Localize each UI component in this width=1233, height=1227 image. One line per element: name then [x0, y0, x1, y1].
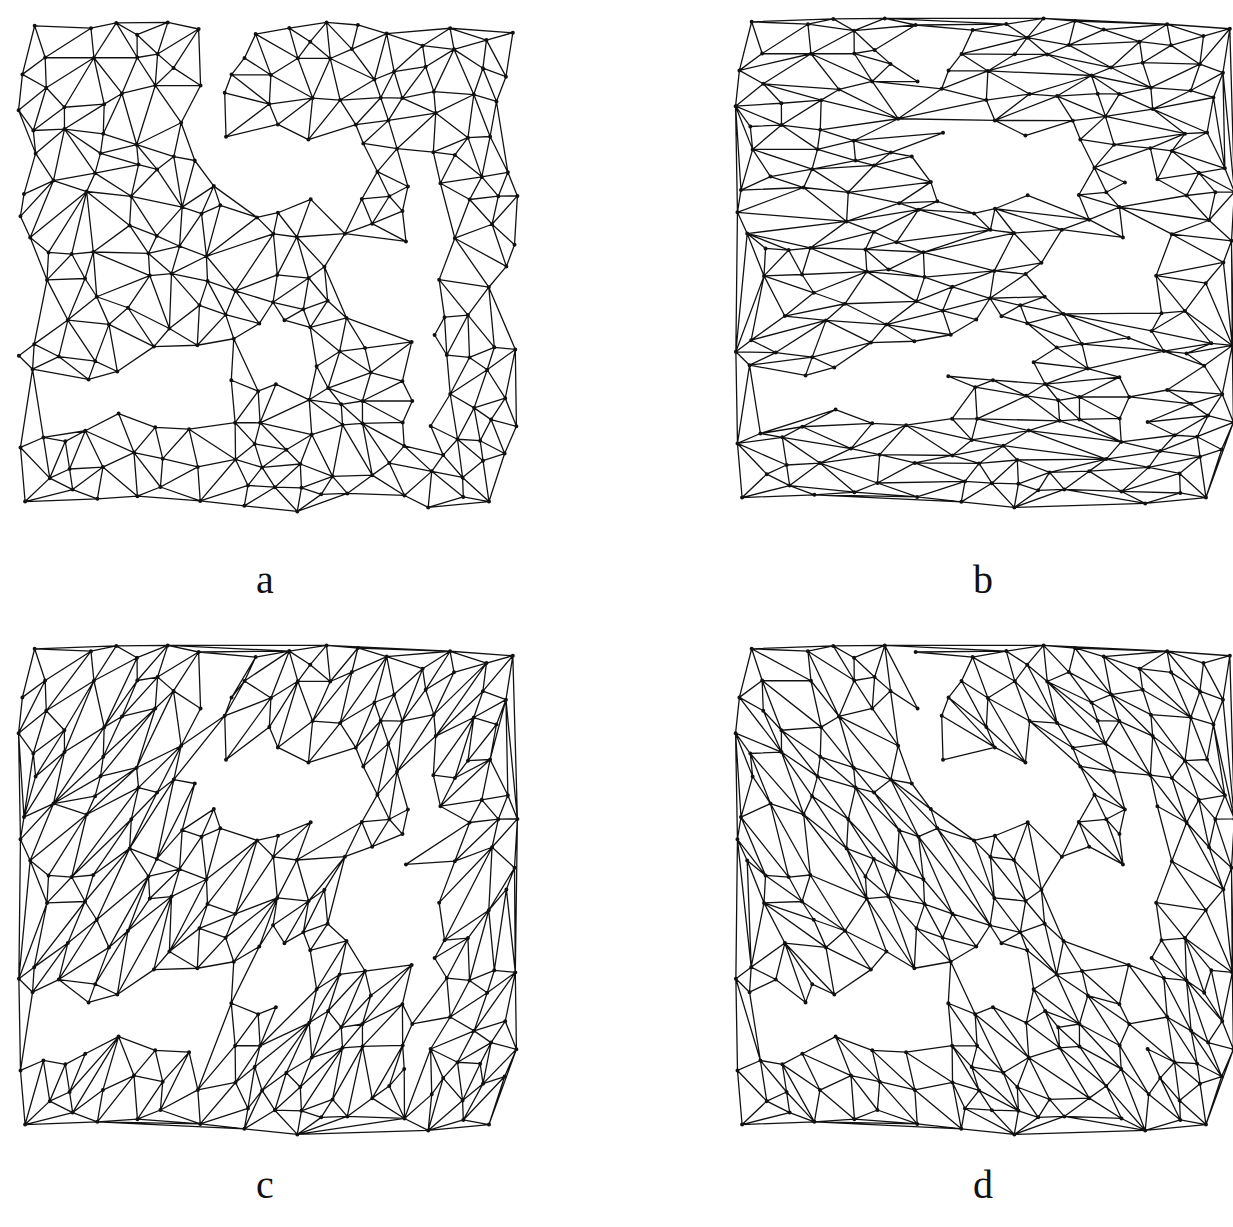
- mesh-vertices: [734, 643, 1233, 1136]
- mesh-edges: [19, 22, 518, 511]
- mesh-panel: [17, 20, 520, 513]
- panel-label: c: [256, 1165, 274, 1205]
- mesh-edges: [19, 645, 518, 1134]
- mesh-panel: [734, 643, 1233, 1136]
- mesh-panel: [734, 16, 1233, 509]
- mesh-vertices: [734, 16, 1233, 509]
- mesh-panel: [17, 643, 520, 1136]
- panel-label: b: [973, 560, 993, 600]
- mesh-edges: [736, 645, 1233, 1134]
- panel-label: a: [256, 560, 274, 600]
- panel-label: d: [973, 1165, 993, 1205]
- mesh-edges: [736, 18, 1233, 507]
- mesh-vertices: [17, 20, 520, 513]
- mesh-vertices: [17, 643, 520, 1136]
